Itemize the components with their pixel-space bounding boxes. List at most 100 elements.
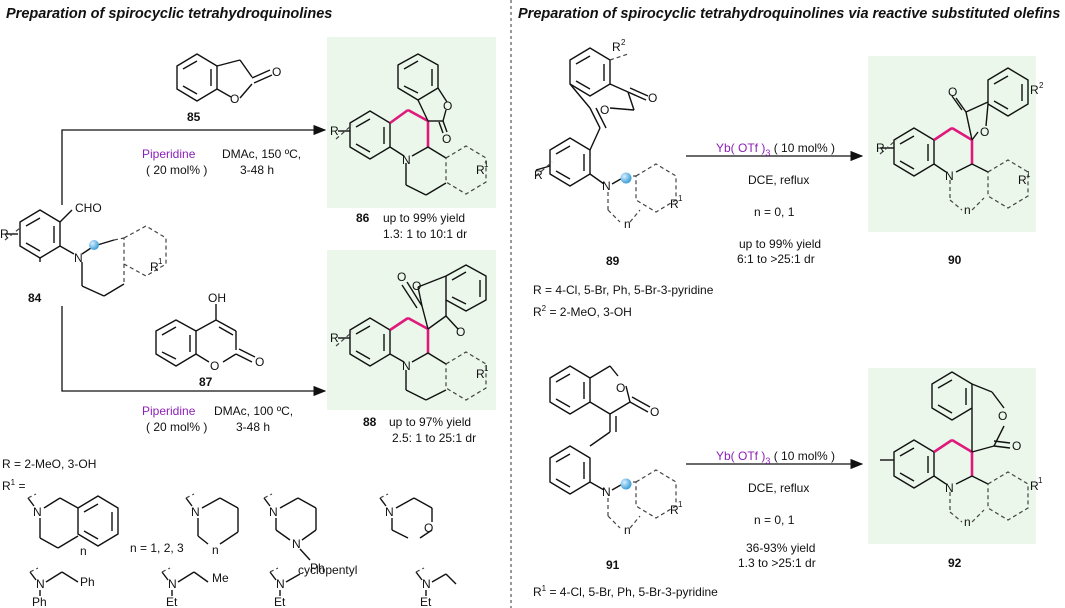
c84-R1: R [150, 260, 159, 274]
c88-carbonyl-oxygen: O [397, 270, 406, 284]
c86-R1: R [476, 163, 485, 177]
amine-ethyl-propyl: N Et Me [161, 567, 229, 608]
bottom-catalyst: Piperidine [142, 404, 196, 418]
amine-tetrahydroisoquinoline: N n [27, 493, 119, 558]
svg-text:Me: Me [212, 571, 229, 585]
compound-89-label: 89 [606, 254, 620, 268]
c92-R1-sup: 1 [1038, 476, 1043, 485]
amine-phenylpiperazine: N N Ph [263, 493, 325, 575]
c90-ketone-oxygen: O [948, 85, 957, 99]
svg-text:N: N [269, 505, 278, 519]
top-solvent-temp: DMAc, 150 ºC, [222, 147, 301, 161]
c86-carbonyl-oxygen: O [442, 132, 451, 146]
svg-text:N: N [168, 577, 177, 591]
amine-ethyl-cyclopentyl: N Et cyclopentyl [269, 563, 357, 608]
product-86-yield: up to 99% yield [383, 211, 465, 225]
right-r2-definition: R2 = 2-MeO, 3-OH [533, 304, 632, 319]
c88-ring-oxygen: O [412, 279, 421, 293]
bottom-right-yield: 36-93% yield [746, 541, 815, 555]
compound-84-label: 84 [28, 291, 42, 305]
svg-text:Ph: Ph [310, 561, 325, 575]
right-r-definition: R = 4-Cl, 5-Br, Ph, 5-Br-3-pyridine [533, 283, 714, 297]
product-90-highlight [868, 56, 1036, 232]
svg-text:O: O [424, 521, 433, 535]
top-right-dr: 6:1 to >25:1 dr [737, 252, 815, 266]
c91-R1-sup: 1 [678, 500, 683, 509]
svg-text:N: N [292, 537, 301, 551]
c84-nitrogen: N [74, 251, 83, 265]
svg-text:N: N [36, 577, 45, 591]
c90-nitrogen: N [945, 169, 954, 183]
c89-R2: R [612, 40, 621, 54]
c90-R2-sup: 2 [1039, 81, 1044, 90]
compound-85-structure: O O [176, 53, 281, 106]
amine-azacycle: N n [185, 493, 239, 557]
c84-aldehyde: CHO [75, 201, 102, 215]
top-right-yield: up to 99% yield [739, 237, 821, 251]
compound-92-structure: O O N n R 1 [880, 371, 1043, 529]
c86-ring-oxygen: O [443, 99, 452, 113]
compound-87-structure: OH O O [155, 291, 264, 373]
left-arrows [61, 124, 327, 397]
amine-ethyl-methyl: N Et [415, 567, 457, 608]
c88-R1: R [476, 367, 485, 381]
svg-text:Ph: Ph [80, 575, 95, 589]
svg-text:Et: Et [420, 595, 432, 608]
c90-R1-sup: 1 [1026, 170, 1031, 179]
compound-91-label: 91 [606, 558, 620, 572]
c87-hydroxyl: OH [208, 291, 226, 305]
c91-nitrogen: N [602, 485, 611, 499]
amine-morpholine: N O [379, 493, 433, 539]
bottom-time: 3-48 h [236, 420, 270, 434]
c86-R: R [330, 124, 339, 138]
product-88-yield: up to 97% yield [389, 415, 471, 429]
c90-n: n [964, 203, 971, 217]
c91-carbonyl-oxygen: O [650, 405, 659, 419]
compound-87-label: 87 [199, 375, 213, 389]
left-panel-title: Preparation of spirocyclic tetrahydroqui… [6, 6, 332, 22]
bottom-right-dr: 1.3 to >25:1 dr [738, 556, 816, 570]
bottom-catalyst-loading: ( 20 mol% ) [146, 420, 207, 434]
c89-n: n [624, 217, 631, 231]
c91-n: n [624, 523, 631, 537]
c92-nitrogen: N [945, 481, 954, 495]
c90-ring-oxygen: O [980, 125, 989, 139]
c87-ring-oxygen: O [210, 359, 219, 373]
compound-92-label: 92 [948, 556, 962, 570]
c89-R1: R [670, 197, 679, 211]
c91-ring-oxygen: O [616, 381, 625, 395]
svg-text:Et: Et [274, 595, 286, 608]
c89-R1-sup: 1 [678, 194, 683, 203]
svg-text:Et: Et [166, 595, 178, 608]
r-definition: R = 2-MeO, 3-OH [2, 457, 96, 471]
svg-text:n: n [80, 544, 87, 558]
c87-carbonyl-oxygen: O [255, 355, 264, 369]
svg-text:cyclopentyl: cyclopentyl [298, 563, 357, 577]
c90-R1: R [1018, 173, 1027, 187]
compound-85-label: 85 [187, 110, 201, 124]
c84-R: R [0, 227, 9, 241]
top-right-catalyst: Yb( OTf )3 ( 10 mol% ) [716, 141, 835, 158]
svg-text:N: N [191, 505, 200, 519]
c92-R1: R [1030, 479, 1039, 493]
bottom-right-solvent: DCE, reflux [748, 481, 809, 495]
c89-ketone-oxygen: O [648, 91, 657, 105]
c89-nitrogen: N [602, 179, 611, 193]
right-panel-title: Preparation of spirocyclic tetrahydroqui… [518, 6, 1060, 22]
right-r1-definition: R1 = 4-Cl, 5-Br, Ph, 5-Br-3-pyridine [533, 584, 718, 599]
c89-R2-sup: 2 [621, 38, 626, 47]
c85-ring-oxygen: O [230, 92, 239, 106]
c92-ring-oxygen: O [998, 409, 1007, 423]
compound-86-label: 86 [356, 211, 370, 225]
compound-91-structure: O O N n R 1 [549, 365, 683, 537]
compound-84-structure: CHO N R R 1 [0, 201, 167, 297]
c89-ring-oxygen: O [600, 103, 609, 117]
compound-89-structure: R 2 O O N R n R 1 [534, 38, 683, 231]
product-86-dr: 1.3: 1 to 10:1 dr [383, 227, 467, 241]
c91-R1: R [670, 503, 679, 517]
r1-definition-prefix: R1 = [2, 478, 25, 493]
svg-text:N: N [276, 577, 285, 591]
bottom-right-n-values: n = 0, 1 [754, 513, 795, 527]
c88-nitrogen: N [402, 359, 411, 373]
